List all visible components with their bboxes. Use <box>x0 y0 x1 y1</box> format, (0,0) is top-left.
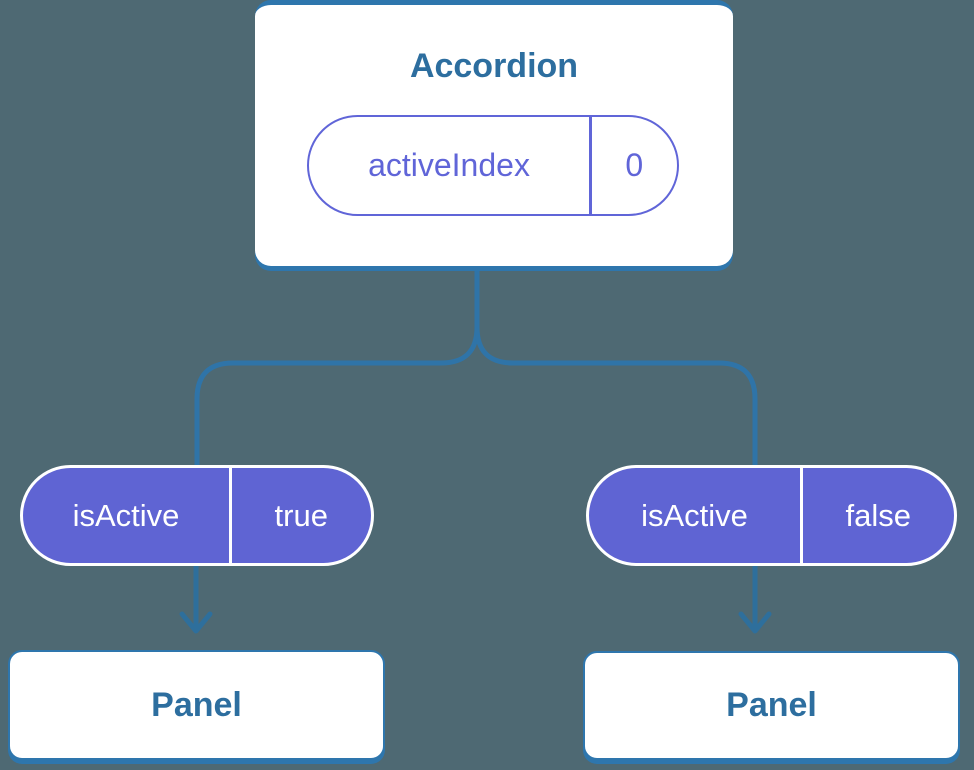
panel-card-left: Panel <box>8 650 385 760</box>
state-pill-divider <box>589 117 592 214</box>
accordion-card: Accordion activeIndex 0 <box>255 0 733 266</box>
arrow-down-left-icon <box>179 563 213 634</box>
arrow-down-right-icon <box>738 563 772 634</box>
state-pill-activeindex: activeIndex 0 <box>307 115 679 216</box>
state-pill-name: activeIndex <box>368 147 530 183</box>
connector-right-branch <box>474 259 758 473</box>
prop-pill-isactive-right: isActive false <box>586 465 957 566</box>
prop-pill-divider <box>800 468 803 563</box>
prop-pill-name: isActive <box>72 497 180 533</box>
prop-pill-divider <box>229 468 232 563</box>
prop-pill-value: false <box>845 497 911 533</box>
state-pill-value: 0 <box>625 147 644 183</box>
panel-card-title: Panel <box>726 686 817 724</box>
prop-pill-value: true <box>274 497 328 533</box>
panel-card-title: Panel <box>151 685 242 724</box>
connector-left-branch <box>194 259 480 473</box>
prop-pill-isactive-left: isActive true <box>20 465 374 566</box>
prop-pill-name: isActive <box>641 497 748 533</box>
panel-card-right: Panel <box>583 651 960 760</box>
accordion-card-title: Accordion <box>409 47 579 85</box>
